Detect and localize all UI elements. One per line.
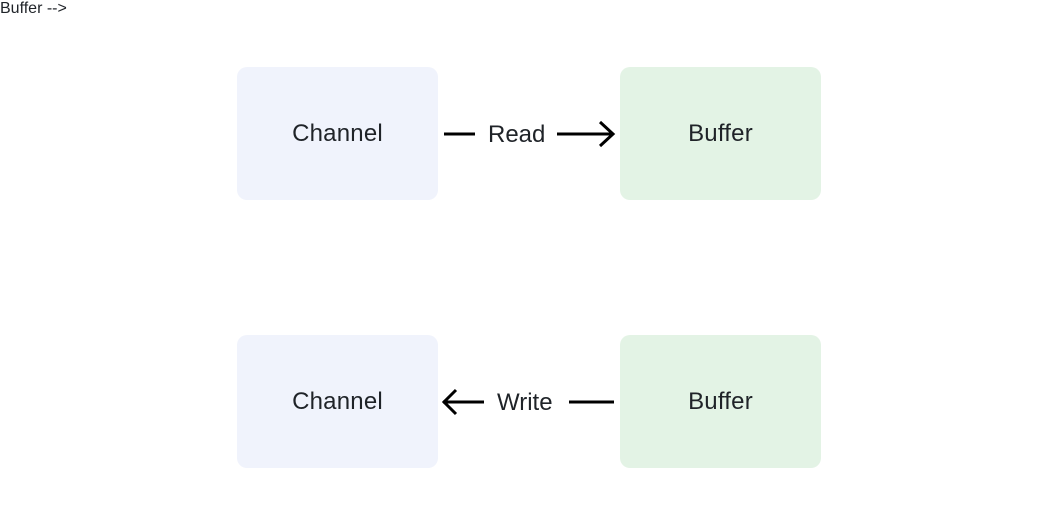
write-channel-label: Channel xyxy=(292,387,383,415)
read-channel-node: Channel xyxy=(237,67,438,200)
write-buffer-node: Buffer xyxy=(620,335,821,468)
write-buffer-label: Buffer xyxy=(688,387,753,415)
read-channel-label: Channel xyxy=(292,119,383,147)
read-buffer-node: Buffer xyxy=(620,67,821,200)
write-channel-node: Channel xyxy=(237,335,438,468)
write-edge-label: Write xyxy=(497,389,553,416)
read-buffer-label: Buffer xyxy=(688,119,753,147)
read-arrowhead-icon xyxy=(598,120,616,148)
read-edge-label: Read xyxy=(488,121,546,148)
